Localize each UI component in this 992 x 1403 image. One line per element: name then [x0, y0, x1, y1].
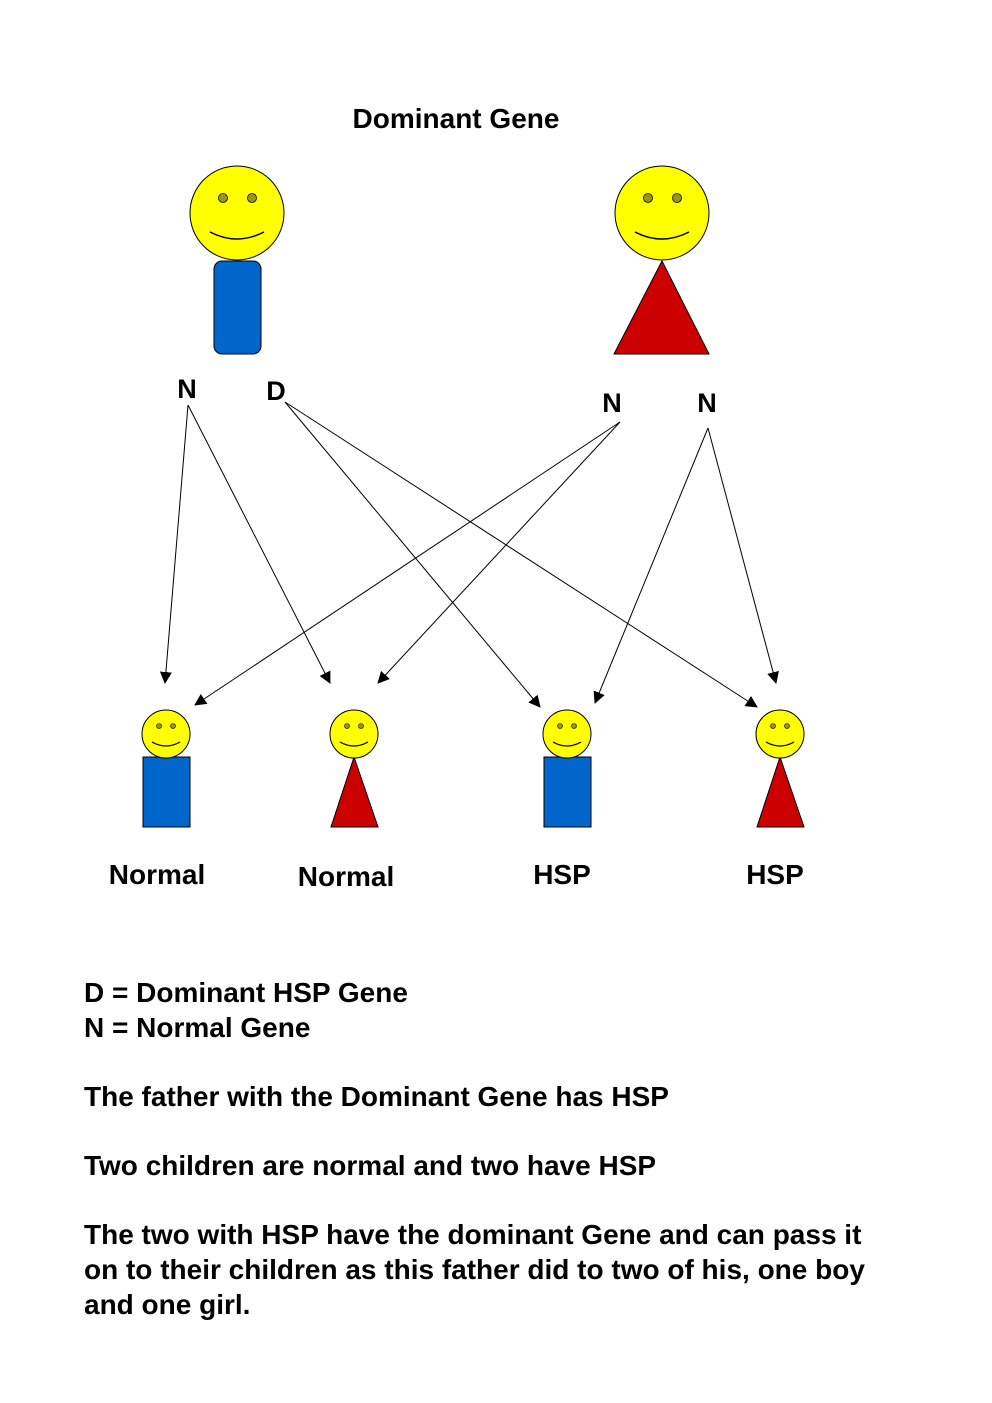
arrow-mother-n1-to-child2 — [377, 421, 621, 684]
child-2-right-eye — [358, 723, 364, 729]
arrow-father-d-to-child4 — [284, 401, 758, 708]
father-left-eye — [218, 193, 228, 203]
mother-figure — [613, 165, 710, 355]
child-2-head — [329, 709, 379, 759]
child-3-left-eye — [557, 723, 563, 729]
mother-left-eye — [643, 193, 653, 203]
father-smile — [209, 231, 265, 240]
child-1-body — [142, 756, 191, 828]
child-3-right-eye — [571, 723, 577, 729]
child-4-figure — [755, 709, 805, 828]
father-right-eye — [247, 193, 257, 203]
mother-body — [613, 259, 710, 355]
child-1-right-eye — [170, 723, 176, 729]
child-3-smile — [552, 741, 582, 747]
inheritance-arrows — [159, 401, 779, 708]
legend-normal-definition: N = Normal Gene — [84, 1012, 311, 1043]
child-1-label: Normal — [109, 859, 205, 890]
explanation-inheritance-line-3: and one girl. — [84, 1289, 251, 1320]
mother-gene-n1-label: N — [602, 388, 622, 418]
arrow-father-n-to-child2 — [187, 404, 331, 684]
child-4-right-eye — [784, 723, 790, 729]
child-1-left-eye — [156, 723, 162, 729]
explanation-father: The father with the Dominant Gene has HS… — [84, 1081, 669, 1112]
father-gene-d-label: D — [266, 376, 286, 406]
child-4-left-eye — [770, 723, 776, 729]
mother-gene-n2-label: N — [697, 388, 717, 418]
arrow-father-d-to-child3 — [284, 401, 541, 708]
child-4-body — [756, 755, 805, 828]
arrow-mother-n1-to-child1 — [194, 421, 621, 706]
child-4-label: HSP — [746, 859, 804, 890]
arrow-father-n-to-child1 — [159, 404, 189, 684]
arrow-mother-n2-to-child4 — [707, 427, 779, 684]
legend-key-block: D = Dominant HSP Gene N = Normal Gene — [84, 975, 408, 1045]
child-1-head — [141, 709, 191, 759]
child-3-body — [543, 756, 592, 828]
child-2-smile — [339, 741, 369, 747]
child-3-figure — [542, 709, 592, 828]
child-4-smile — [765, 741, 795, 747]
mother-right-eye — [672, 193, 682, 203]
mother-smile — [634, 231, 690, 240]
father-gene-n-label: N — [177, 374, 197, 404]
mother-head — [614, 165, 710, 261]
child-3-head — [542, 709, 592, 759]
father-figure — [189, 165, 285, 355]
diagram-title: Dominant Gene — [353, 103, 560, 134]
child-4-head — [755, 709, 805, 759]
child-3-label: HSP — [533, 859, 591, 890]
explanation-inheritance: The two with HSP have the dominant Gene … — [84, 1217, 865, 1322]
legend-dominant-definition: D = Dominant HSP Gene — [84, 977, 408, 1008]
father-head — [189, 165, 285, 261]
child-2-body — [330, 755, 379, 828]
explanation-inheritance-line-1: The two with HSP have the dominant Gene … — [84, 1219, 862, 1250]
child-1-smile — [151, 741, 181, 747]
father-body — [213, 260, 262, 355]
child-2-label: Normal — [298, 861, 394, 892]
explanation-inheritance-line-2: on to their children as this father did … — [84, 1254, 865, 1285]
explanation-children: Two children are normal and two have HSP — [84, 1150, 657, 1181]
arrow-mother-n2-to-child3 — [593, 427, 709, 704]
child-2-left-eye — [344, 723, 350, 729]
child-1-figure — [141, 709, 191, 828]
child-2-figure — [329, 709, 379, 828]
